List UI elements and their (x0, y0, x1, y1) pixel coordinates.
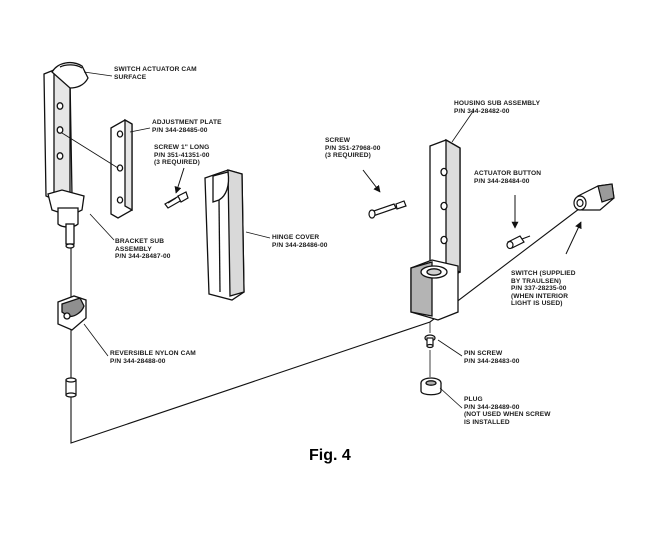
pin-screw-part (424, 334, 436, 349)
leader-switch-actuator-cam (83, 71, 113, 77)
assembly-centerline (70, 192, 601, 444)
bracket-sub-assembly-part (43, 61, 89, 249)
leader-plug (439, 387, 463, 409)
label-line: P/N 344-28487-00 (115, 253, 171, 261)
label-line: (NOT USED WHEN SCREW (464, 411, 551, 419)
label-line: P/N 344-28482-00 (454, 107, 510, 115)
switch-part (573, 183, 615, 211)
label-line: SWITCH ACTUATOR CAM (114, 66, 197, 73)
label-line: LIGHT IS USED) (511, 300, 563, 308)
label-line: P/N 344-28483-00 (464, 357, 520, 365)
label-line: IS INSTALLED (464, 418, 510, 426)
label-line: SCREW 1" LONG (154, 144, 210, 151)
label-switch: SWITCH (SUPPLIED BY TRAULSEN) P/N 337-28… (511, 270, 576, 308)
label-switch-actuator-cam: SWITCH ACTUATOR CAM SURFACE (114, 66, 197, 81)
switch-arrow (565, 221, 582, 255)
label-line: P/N 351-41351-00 (154, 151, 210, 159)
leader-hinge-cover (245, 231, 271, 239)
label-line: HINGE COVER (272, 234, 320, 241)
label-housing-screw: SCREW P/N 351-27968-00 (3 REQUIRED) (325, 137, 381, 160)
label-actuator-button: ACTUATOR BUTTON P/N 344-28484-00 (474, 170, 541, 185)
label-line: (WHEN INTERIOR (511, 292, 569, 300)
spacer-bushing-part (65, 377, 77, 398)
label-plug: PLUG P/N 344-28489-00 (NOT USED WHEN SCR… (464, 396, 551, 426)
plug-part (420, 377, 442, 396)
label-line: REVERSIBLE NYLON CAM (110, 350, 196, 357)
label-line: SURFACE (114, 73, 147, 81)
label-line: P/N 344-28488-00 (110, 357, 166, 365)
label-pin-screw: PIN SCREW P/N 344-28483-00 (464, 350, 520, 365)
label-screw-long: SCREW 1" LONG P/N 351-41351-00 (3 REQUIR… (154, 144, 210, 167)
label-line: ADJUSTMENT PLATE (152, 119, 222, 126)
bracket-alignment-line (61, 132, 119, 169)
hinge-cover-part (204, 169, 245, 301)
label-line: PIN SCREW (464, 350, 503, 357)
label-line: SWITCH (SUPPLIED (511, 270, 576, 277)
label-line: BY TRAULSEN) (511, 277, 562, 285)
label-line: (3 REQUIRED) (154, 159, 200, 167)
housing-screw-arrow (362, 169, 381, 193)
label-line: P/N 337-28235-00 (511, 285, 567, 293)
label-hinge-cover: HINGE COVER P/N 344-28486-00 (272, 234, 328, 249)
figure-caption: Fig. 4 (309, 447, 351, 464)
label-line: BRACKET SUB (115, 238, 165, 245)
label-line: P/N 344-28485-00 (152, 126, 208, 134)
label-line: SCREW (325, 137, 351, 144)
actuator-button-part (506, 235, 531, 250)
reversible-nylon-cam-part (57, 295, 87, 331)
label-bracket-sub-assembly: BRACKET SUB ASSEMBLY P/N 344-28487-00 (115, 238, 171, 261)
label-line: P/N 344-28486-00 (272, 241, 328, 249)
label-reversible-nylon-cam: REVERSIBLE NYLON CAM P/N 344-28488-00 (110, 350, 196, 365)
label-line: PLUG (464, 396, 483, 403)
label-line: HOUSING SUB ASSEMBLY (454, 100, 541, 107)
housing-screw-part (368, 200, 407, 219)
label-line: P/N 344-28489-00 (464, 403, 520, 411)
label-line: ACTUATOR BUTTON (474, 170, 542, 177)
label-adjustment-plate: ADJUSTMENT PLATE P/N 344-28485-00 (152, 119, 222, 134)
label-line: P/N 344-28484-00 (474, 177, 530, 185)
leader-nylon-cam (83, 323, 109, 357)
label-line: (3 REQUIRED) (325, 152, 371, 160)
leader-pin-screw (437, 339, 463, 357)
screw-long-arrow (174, 167, 185, 194)
label-line: P/N 351-27968-00 (325, 144, 381, 152)
leader-bracket (89, 213, 115, 241)
label-line: ASSEMBLY (115, 245, 152, 253)
leader-housing (451, 109, 475, 143)
screw-long-part (164, 191, 189, 209)
adjustment-plate-part (110, 118, 133, 219)
leader-adjustment-plate (129, 127, 151, 133)
housing-sub-assembly-part (410, 138, 461, 321)
label-housing-sub-assembly: HOUSING SUB ASSEMBLY P/N 344-28482-00 (454, 100, 540, 115)
